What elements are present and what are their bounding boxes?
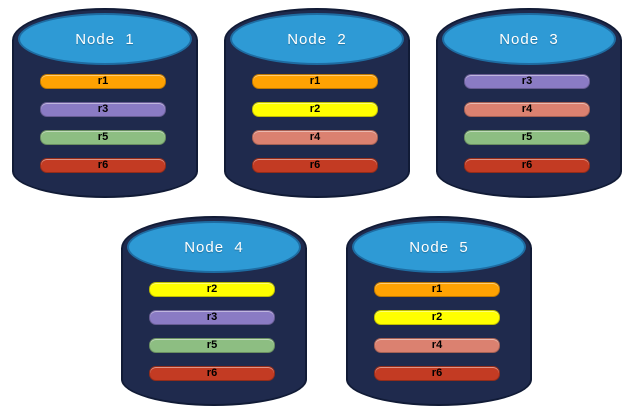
replica-bar-r6: r6 bbox=[464, 158, 590, 173]
node-title: Node 2 bbox=[287, 30, 347, 48]
replica-bar-r5: r5 bbox=[149, 338, 275, 353]
replica-bar-r6: r6 bbox=[149, 366, 275, 381]
replica-bar-r3: r3 bbox=[149, 310, 275, 325]
replica-bar-r2: r2 bbox=[149, 282, 275, 297]
replica-bar-r1: r1 bbox=[40, 74, 166, 89]
replica-bar-r1: r1 bbox=[374, 282, 500, 297]
replica-bar-r6: r6 bbox=[40, 158, 166, 173]
replica-list: r1 r3 r5 r6 bbox=[40, 74, 166, 173]
node-cylinder-top: Node 5 bbox=[352, 221, 526, 273]
node-title: Node 5 bbox=[409, 238, 469, 256]
replica-bar-r4: r4 bbox=[464, 102, 590, 117]
replica-list: r1 r2 r4 r6 bbox=[374, 282, 500, 381]
node-cylinder-top: Node 1 bbox=[18, 13, 192, 65]
replica-list: r2 r3 r5 r6 bbox=[149, 282, 275, 381]
node-cylinder-1: Node 1 r1 r3 r5 r6 bbox=[12, 8, 198, 198]
replica-bar-r5: r5 bbox=[40, 130, 166, 145]
replica-bar-r6: r6 bbox=[252, 158, 378, 173]
node-cylinder-4: Node 4 r2 r3 r5 r6 bbox=[121, 216, 307, 406]
replica-bar-r1: r1 bbox=[252, 74, 378, 89]
node-cylinder-3: Node 3 r3 r4 r5 r6 bbox=[436, 8, 622, 198]
replica-bar-r4: r4 bbox=[374, 338, 500, 353]
replica-bar-r3: r3 bbox=[40, 102, 166, 117]
replica-bar-r2: r2 bbox=[374, 310, 500, 325]
node-cylinder-2: Node 2 r1 r2 r4 r6 bbox=[224, 8, 410, 198]
replica-list: r3 r4 r5 r6 bbox=[464, 74, 590, 173]
replica-bar-r6: r6 bbox=[374, 366, 500, 381]
replica-bar-r3: r3 bbox=[464, 74, 590, 89]
node-title: Node 4 bbox=[184, 238, 244, 256]
replica-list: r1 r2 r4 r6 bbox=[252, 74, 378, 173]
node-cylinder-top: Node 2 bbox=[230, 13, 404, 65]
node-title: Node 3 bbox=[499, 30, 559, 48]
replica-bar-r4: r4 bbox=[252, 130, 378, 145]
replica-bar-r2: r2 bbox=[252, 102, 378, 117]
node-cylinder-top: Node 3 bbox=[442, 13, 616, 65]
node-title: Node 1 bbox=[75, 30, 135, 48]
node-cylinder-top: Node 4 bbox=[127, 221, 301, 273]
node-cylinder-5: Node 5 r1 r2 r4 r6 bbox=[346, 216, 532, 406]
replica-bar-r5: r5 bbox=[464, 130, 590, 145]
